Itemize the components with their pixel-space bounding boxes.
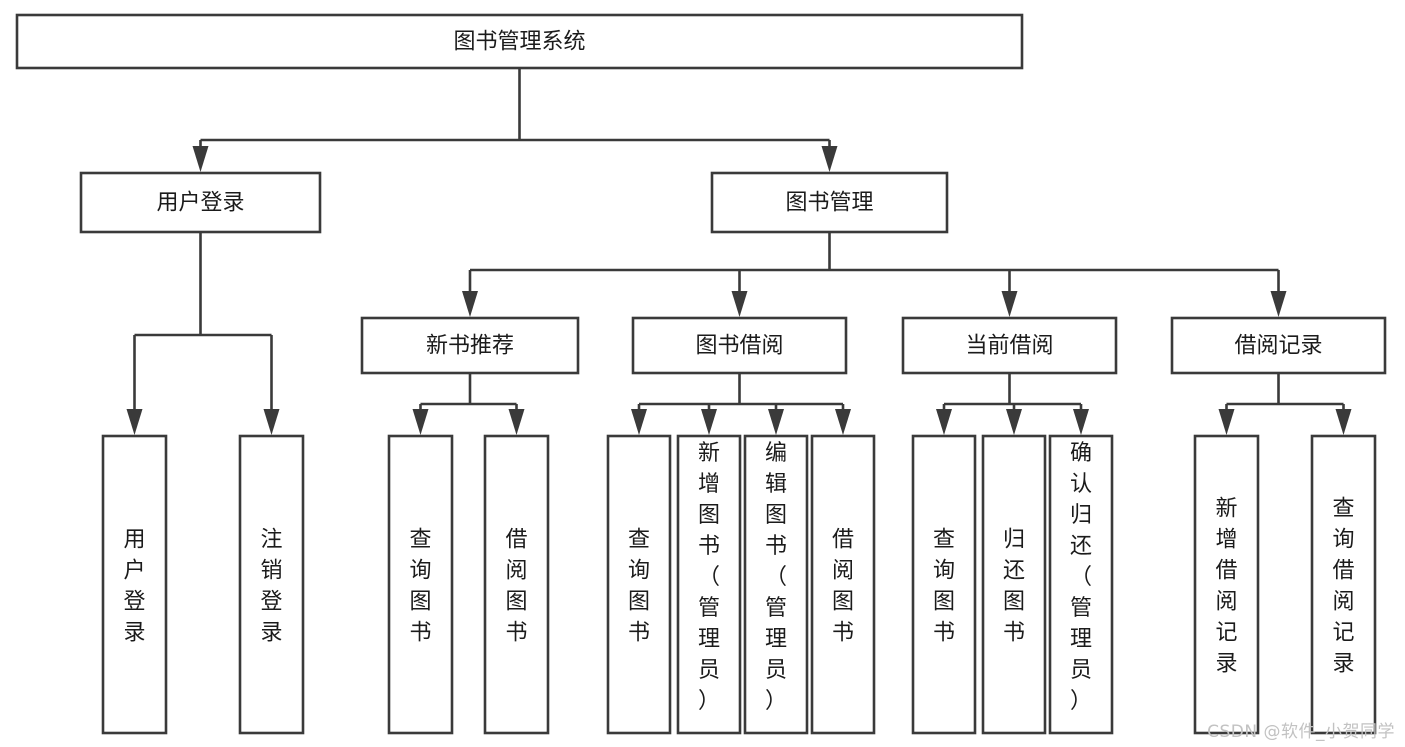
arrow-head-icon xyxy=(1270,291,1287,317)
node-label: 新增图书（管理员） xyxy=(698,441,720,714)
arrow-head-icon xyxy=(835,409,851,435)
node-label: 查询图书 xyxy=(933,528,955,646)
node-label: 用户登录 xyxy=(123,528,145,646)
arrow-head-icon xyxy=(508,409,525,435)
node-label: 借阅图书 xyxy=(505,528,527,646)
arrow-head-icon xyxy=(1001,291,1018,317)
node-label: 新增借阅记录 xyxy=(1215,497,1237,677)
node-box xyxy=(911,434,977,735)
node-box xyxy=(387,434,454,735)
node-box xyxy=(1048,434,1114,735)
node-label: 借阅图书 xyxy=(832,528,854,646)
node-fn-cur-return[interactable]: 归还图书 xyxy=(981,434,1047,735)
arrow-head-icon xyxy=(701,409,717,435)
arrow-head-icon xyxy=(192,146,209,172)
node-label: 确认归还（管理员） xyxy=(1070,441,1092,714)
arrow-head-icon xyxy=(1335,409,1352,435)
arrow-head-icon xyxy=(1073,409,1089,435)
arrow-head-icon xyxy=(263,409,280,435)
node-box xyxy=(238,434,305,735)
arrow-head-icon xyxy=(1218,409,1235,435)
arrow-head-icon xyxy=(936,409,952,435)
node-new-book-rec[interactable]: 新书推荐 xyxy=(360,316,580,375)
node-label: 新书推荐 xyxy=(426,334,514,359)
node-box xyxy=(360,316,580,375)
arrow-head-icon xyxy=(821,146,838,172)
arrow-head-icon xyxy=(1006,409,1022,435)
node-fn-bor-lend[interactable]: 借阅图书 xyxy=(810,434,876,735)
node-label: 归还图书 xyxy=(1003,528,1025,646)
node-box xyxy=(1193,434,1260,735)
node-fn-cur-query[interactable]: 查询图书 xyxy=(911,434,977,735)
node-box xyxy=(79,171,322,234)
node-label: 图书管理 xyxy=(785,191,873,216)
node-box xyxy=(606,434,672,735)
node-box xyxy=(15,13,1024,70)
arrow-head-icon xyxy=(631,409,647,435)
node-root[interactable]: 图书管理系统 xyxy=(15,13,1024,70)
node-label: 查询图书 xyxy=(409,528,431,646)
node-box xyxy=(483,434,550,735)
node-borrow-record[interactable]: 借阅记录 xyxy=(1170,316,1387,375)
node-box xyxy=(710,171,949,234)
node-fn-bor-add[interactable]: 新增图书（管理员） xyxy=(676,434,742,735)
node-label: 编辑图书（管理员） xyxy=(765,441,787,714)
node-layer: 图书管理系统用户登录图书管理新书推荐图书借阅当前借阅借阅记录用户登录注销登录查询… xyxy=(15,13,1387,735)
node-box xyxy=(810,434,876,735)
node-label: 图书管理系统 xyxy=(453,30,585,55)
node-fn-bor-edit[interactable]: 编辑图书（管理员） xyxy=(743,434,809,735)
node-box xyxy=(981,434,1047,735)
arrow-head-icon xyxy=(126,409,143,435)
node-box xyxy=(743,434,809,735)
node-fn-rec-query[interactable]: 查询图书 xyxy=(387,434,454,735)
arrow-head-icon xyxy=(412,409,429,435)
arrow-head-icon xyxy=(462,291,478,317)
node-label: 注销登录 xyxy=(260,528,282,646)
node-box xyxy=(631,316,848,375)
node-book-borrow[interactable]: 图书借阅 xyxy=(631,316,848,375)
connector-layer xyxy=(126,68,1352,435)
node-box xyxy=(1310,434,1377,735)
node-label: 借阅记录 xyxy=(1234,334,1322,359)
node-current-borrow[interactable]: 当前借阅 xyxy=(901,316,1118,375)
node-box xyxy=(101,434,168,735)
node-user-login[interactable]: 用户登录 xyxy=(79,171,322,234)
node-label: 图书借阅 xyxy=(695,334,783,359)
node-label: 用户登录 xyxy=(156,191,244,216)
node-label: 查询借阅记录 xyxy=(1332,497,1354,677)
node-book-manage[interactable]: 图书管理 xyxy=(710,171,949,234)
node-fn-bor-query[interactable]: 查询图书 xyxy=(606,434,672,735)
node-fn-user-login[interactable]: 用户登录 xyxy=(101,434,168,735)
node-box xyxy=(1170,316,1387,375)
node-label: 查询图书 xyxy=(628,528,650,646)
arrow-head-icon xyxy=(768,409,784,435)
node-fn-cur-confirm[interactable]: 确认归还（管理员） xyxy=(1048,434,1114,735)
node-fn-rec-borrow[interactable]: 借阅图书 xyxy=(483,434,550,735)
node-box xyxy=(676,434,742,735)
node-fn-rec-add[interactable]: 新增借阅记录 xyxy=(1193,434,1260,735)
arrow-head-icon xyxy=(731,291,748,317)
node-fn-user-logout[interactable]: 注销登录 xyxy=(238,434,305,735)
node-box xyxy=(901,316,1118,375)
node-fn-rec-search[interactable]: 查询借阅记录 xyxy=(1310,434,1377,735)
node-label: 当前借阅 xyxy=(965,334,1053,359)
